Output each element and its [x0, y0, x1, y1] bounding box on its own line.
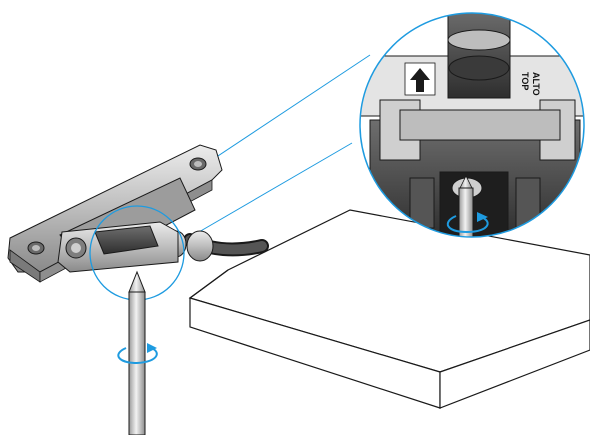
rotation-arrow-icon	[446, 212, 489, 234]
orientation-labels: TOP ALTO	[520, 72, 541, 96]
zoom-circle	[359, 12, 585, 238]
label-alto: ALTO	[531, 72, 541, 96]
label-top: TOP	[520, 72, 530, 90]
rotation-arrow-icon	[117, 343, 158, 365]
screwdriver-icon	[128, 270, 146, 435]
board	[188, 209, 590, 409]
screw-block	[57, 221, 179, 273]
up-arrow-icon	[404, 62, 436, 96]
cable	[165, 230, 269, 262]
